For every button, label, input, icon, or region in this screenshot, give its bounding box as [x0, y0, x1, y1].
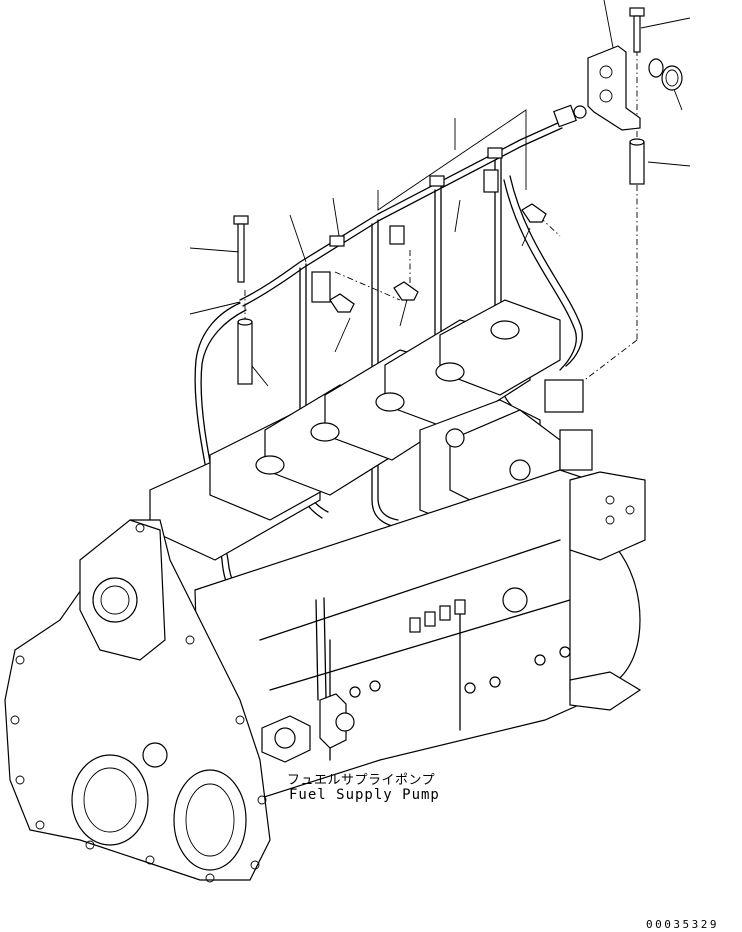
fuel-supply-pump-label-jp: フュエルサプライポンプ: [287, 773, 436, 788]
flywheel-housing: [569, 471, 646, 711]
left-bolt-group: [233, 215, 253, 385]
block-ports: [349, 587, 571, 698]
fuel-supply-pump: [261, 597, 355, 763]
head-covers: [149, 299, 561, 561]
fuel-supply-pump-label-en: Fuel Supply Pump: [289, 787, 440, 803]
front-gear-case: [4, 519, 271, 883]
drawing-number: 00035329: [646, 918, 719, 931]
small-bolts: [329, 203, 547, 313]
upper-bracket-group: [587, 7, 683, 185]
gear-case-bolts: [10, 523, 267, 883]
